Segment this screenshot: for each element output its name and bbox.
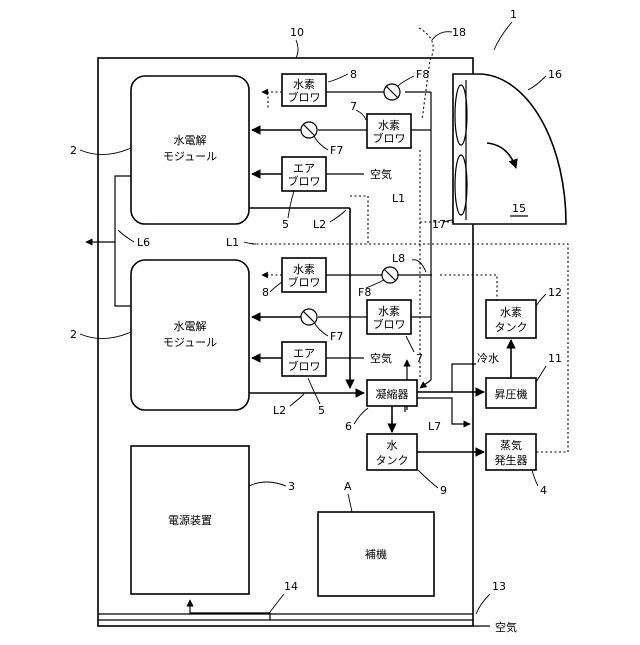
svg-text:2: 2: [70, 144, 77, 157]
svg-text:電源装置: 電源装置: [168, 513, 212, 527]
air-label-bottom: 空気: [495, 620, 517, 634]
svg-text:ブロワ: ブロワ: [288, 359, 321, 373]
svg-text:タンク: タンク: [376, 454, 409, 467]
module-upper-label-2: モジュール: [163, 150, 217, 163]
air-label-upper: 空気: [370, 167, 392, 181]
svg-text:2: 2: [70, 328, 77, 341]
svg-text:7: 7: [350, 100, 357, 113]
svg-text:16: 16: [548, 68, 562, 81]
svg-text:F8: F8: [416, 68, 429, 81]
svg-text:F7: F7: [330, 330, 343, 343]
svg-text:水素: 水素: [293, 78, 315, 91]
svg-text:1: 1: [510, 8, 517, 21]
svg-text:エア: エア: [293, 347, 315, 360]
svg-text:ブロワ: ブロワ: [373, 131, 406, 145]
svg-text:昇圧機: 昇圧機: [495, 387, 528, 401]
svg-text:F8: F8: [358, 286, 371, 299]
svg-text:ブロワ: ブロワ: [288, 90, 321, 104]
svg-text:3: 3: [288, 480, 295, 493]
svg-text:L6: L6: [137, 236, 150, 249]
svg-text:17: 17: [432, 218, 446, 231]
svg-text:11: 11: [548, 352, 562, 365]
svg-text:18: 18: [452, 26, 466, 39]
svg-text:15: 15: [512, 202, 526, 215]
svg-text:発生器: 発生器: [495, 453, 528, 467]
svg-text:ブロワ: ブロワ: [373, 317, 406, 331]
svg-text:L8: L8: [392, 252, 405, 265]
svg-text:6: 6: [345, 420, 352, 433]
svg-text:L2: L2: [313, 218, 326, 231]
electrolysis-module-lower: [131, 260, 249, 410]
svg-text:8: 8: [262, 286, 269, 299]
svg-text:L7: L7: [428, 420, 441, 433]
svg-text:タンク: タンク: [495, 321, 528, 334]
svg-text:7: 7: [416, 352, 423, 365]
svg-text:10: 10: [290, 26, 304, 39]
module-upper-label-1: 水電解: [174, 133, 207, 147]
svg-text:9: 9: [440, 484, 447, 497]
svg-text:5: 5: [282, 218, 289, 231]
svg-text:ブロワ: ブロワ: [288, 275, 321, 289]
svg-text:L2: L2: [273, 404, 286, 417]
module-lower-label-2: モジュール: [163, 336, 217, 349]
svg-text:4: 4: [540, 484, 547, 497]
svg-text:ブロワ: ブロワ: [288, 174, 321, 188]
svg-text:L1: L1: [392, 192, 405, 205]
svg-text:13: 13: [492, 580, 506, 593]
svg-text:5: 5: [318, 404, 325, 417]
svg-text:蒸気: 蒸気: [500, 438, 522, 452]
svg-text:水素: 水素: [378, 119, 400, 132]
svg-text:エア: エア: [293, 162, 315, 175]
svg-text:A: A: [344, 480, 352, 493]
svg-text:水: 水: [387, 439, 398, 452]
svg-text:水素: 水素: [293, 263, 315, 276]
svg-text:補機: 補機: [365, 547, 387, 561]
svg-text:L1: L1: [226, 236, 239, 249]
svg-text:12: 12: [548, 286, 562, 299]
fan-housing: [453, 74, 566, 224]
module-lower-label-1: 水電解: [174, 319, 207, 333]
svg-text:14: 14: [284, 580, 298, 593]
air-label-lower: 空気: [370, 351, 392, 365]
svg-text:水素: 水素: [500, 306, 522, 319]
svg-text:凝縮器: 凝縮器: [376, 387, 409, 401]
svg-text:F7: F7: [330, 144, 343, 157]
svg-text:8: 8: [350, 68, 357, 81]
cold-water-label: 冷水: [477, 352, 499, 365]
svg-text:水素: 水素: [378, 305, 400, 318]
